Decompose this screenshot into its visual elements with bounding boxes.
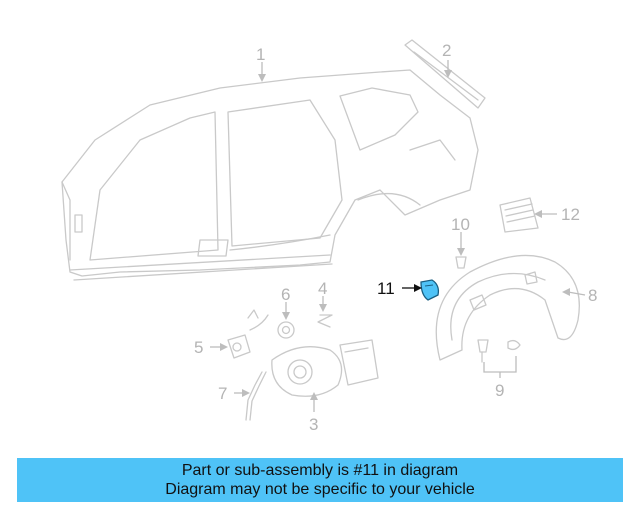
part-6-grommet [277, 321, 295, 339]
part-5-lock-actuator [227, 309, 269, 359]
callout-5: 5 [194, 338, 203, 357]
part-7-cable [245, 371, 267, 421]
part-11-clip-highlighted [420, 279, 440, 301]
callout-12: 12 [561, 205, 580, 224]
callout-4: 4 [318, 279, 327, 298]
callout-labels: 1 2 3 4 5 6 7 8 9 10 11 12 [194, 41, 597, 434]
callout-6: 6 [281, 285, 290, 304]
callout-11: 11 [377, 279, 395, 298]
callout-10: 10 [451, 215, 470, 234]
part-info-banner: Part or sub-assembly is #11 in diagram D… [17, 458, 623, 502]
callout-8: 8 [588, 286, 597, 305]
callout-1: 1 [256, 45, 265, 64]
part-12-vent-grille [499, 197, 539, 233]
part-9-fasteners [477, 339, 521, 363]
parts-diagram: 1 2 3 4 5 6 7 8 9 10 11 12 [61, 39, 597, 434]
callout-3: 3 [309, 415, 318, 434]
part-8-wheelhouse-liner [435, 254, 580, 361]
leader-lines [210, 60, 586, 412]
part-1-side-panel [61, 69, 479, 281]
banner-line-part: Part or sub-assembly is #11 in diagram [181, 462, 459, 479]
callout-7: 7 [218, 384, 227, 403]
part-2-trim-strip [404, 39, 486, 109]
callout-9: 9 [495, 381, 504, 400]
banner-line-disclaimer: Diagram may not be specific to your vehi… [165, 481, 475, 498]
part-4-wire-bracket [317, 314, 333, 328]
part-3-fuel-door [271, 339, 379, 397]
part-10-clip [455, 256, 467, 269]
callout-2: 2 [442, 41, 451, 60]
